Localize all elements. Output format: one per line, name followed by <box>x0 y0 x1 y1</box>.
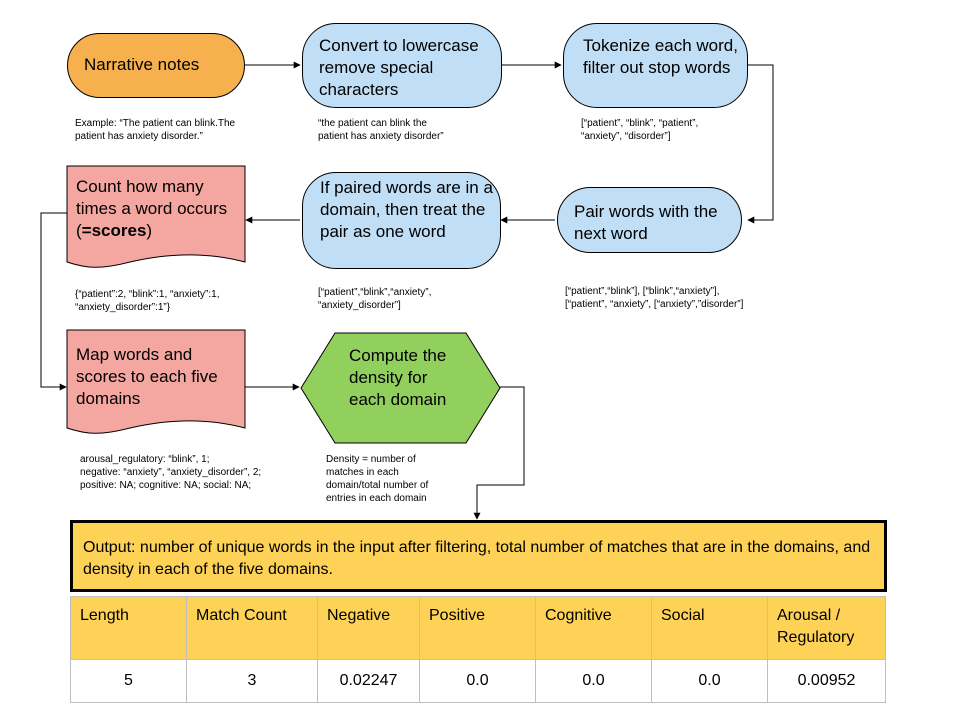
narrative-notes-label: Narrative notes <box>84 55 200 74</box>
tokens-note: [“patient”, “blink”, “patient”, “anxiety… <box>581 118 699 142</box>
value-arousal-regulatory: 0.00952 <box>767 659 886 703</box>
density-note: Density = number of matches in each doma… <box>326 454 429 504</box>
paired-domain-node: If paired words are in a domain, then tr… <box>302 172 501 269</box>
tokenize-node: Tokenize each word, filter out stop word… <box>563 23 748 108</box>
header-arousal-regulatory: Arousal / Regulatory <box>767 596 886 660</box>
pair-words-node: Pair words with the next word <box>557 187 742 253</box>
domains-note: arousal_regulatory: “blink”, 1; negative… <box>80 454 262 491</box>
value-length: 5 <box>70 659 187 703</box>
narrative-notes-node: Narrative notes <box>67 33 245 98</box>
pair-words-label: Pair words with the next word <box>574 202 718 243</box>
arrow-tokenize-to-pair <box>747 64 774 224</box>
value-positive: 0.0 <box>419 659 536 703</box>
density-hexagon-shape <box>300 332 501 444</box>
value-match-count: 3 <box>186 659 318 703</box>
map-words-label: Map words and scores to each five domain… <box>76 345 218 408</box>
map-words-node: Map words and scores to each five domain… <box>67 341 245 421</box>
lowercase-node: Convert to lowercase remove special char… <box>302 23 502 108</box>
header-positive: Positive <box>419 596 536 660</box>
compute-density-label: Compute the density for each domain <box>349 346 447 409</box>
tokenize-label: Tokenize each word, filter out stop word… <box>583 36 738 77</box>
paired-domain-label: If paired words are in a domain, then tr… <box>320 178 493 241</box>
count-document-shape <box>66 165 246 268</box>
count-label-bold: =scores <box>81 221 147 240</box>
scores-note: {“patient”:2, “blink”:1, “anxiety”:1, “a… <box>75 289 220 313</box>
value-cognitive: 0.0 <box>535 659 652 703</box>
lowercase-note: “the patient can blink the patient has a… <box>318 118 444 142</box>
count-label-pre: Count how many times a word occurs ( <box>76 177 228 240</box>
compute-density-node: Compute the density for each domain <box>349 343 459 435</box>
value-negative: 0.02247 <box>317 659 420 703</box>
paired-note: [“patient”,“blink”,“anxiety”, “anxiety_d… <box>318 287 432 311</box>
output-box: Output: number of unique words in the in… <box>70 520 887 592</box>
arrow-count-to-map <box>40 212 67 391</box>
count-words-node: Count how many times a word occurs (=sco… <box>67 174 245 254</box>
output-text: Output: number of unique words in the in… <box>83 539 871 578</box>
header-length: Length <box>70 596 187 660</box>
map-document-shape <box>66 329 246 434</box>
pairs-note: [“patient”,“blink”], [“blink”,“anxiety”]… <box>565 286 744 310</box>
arrow-density-to-output <box>473 386 525 520</box>
table-row: 5 3 0.02247 0.0 0.0 0.0 0.00952 <box>70 659 886 703</box>
results-table: Length Match Count Negative Positive Cog… <box>70 596 886 703</box>
example-note: Example: “The patient can blink.The pati… <box>75 118 236 142</box>
count-label-post: ) <box>146 221 153 240</box>
header-match-count: Match Count <box>186 596 318 660</box>
value-social: 0.0 <box>651 659 768 703</box>
lowercase-label: Convert to lowercase remove special char… <box>319 36 479 99</box>
table-header-row: Length Match Count Negative Positive Cog… <box>70 596 886 660</box>
header-negative: Negative <box>317 596 420 660</box>
header-cognitive: Cognitive <box>535 596 652 660</box>
header-social: Social <box>651 596 768 660</box>
